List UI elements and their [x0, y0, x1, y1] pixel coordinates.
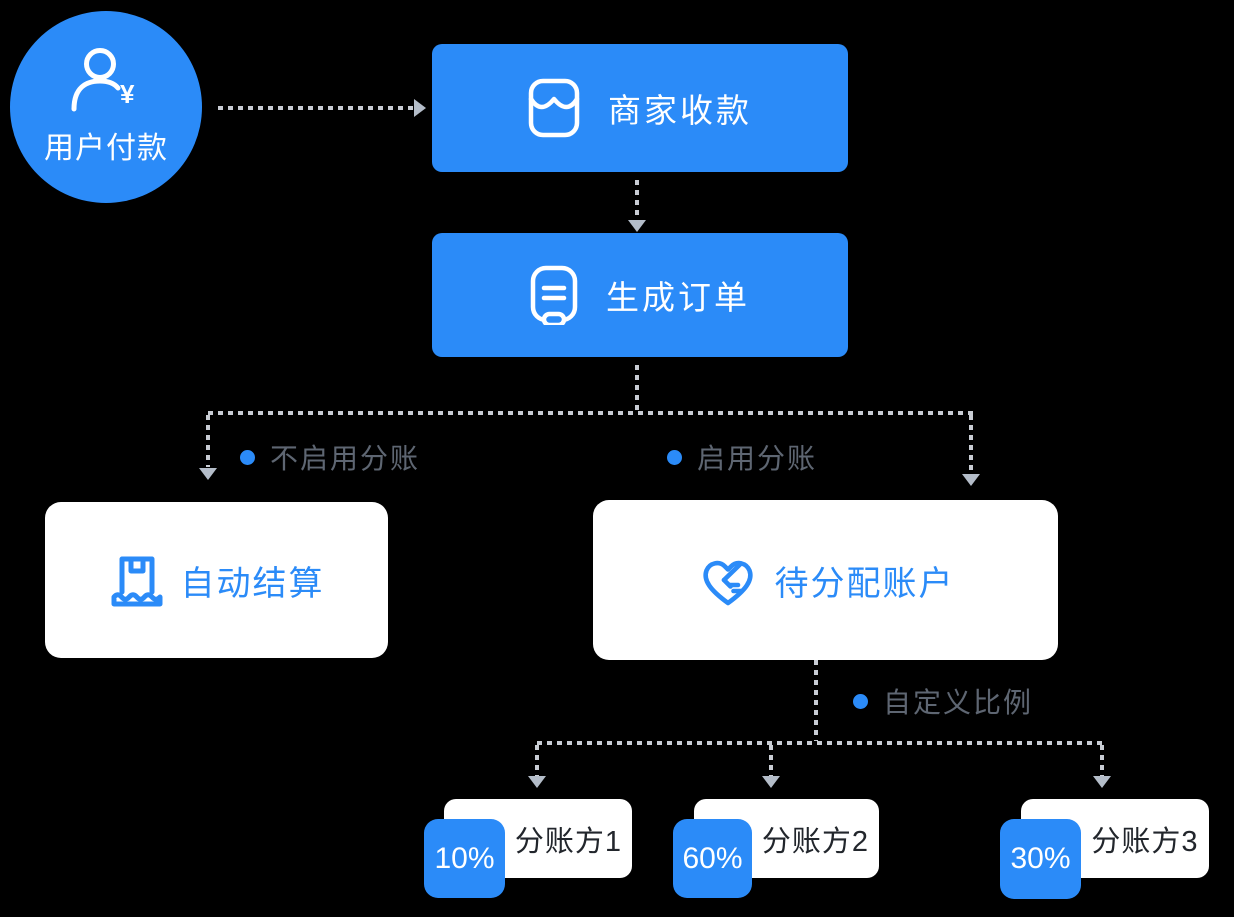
- connector-order-to-branch: [635, 365, 639, 412]
- split-party-3-label: 分账方3: [1091, 825, 1199, 858]
- arrowhead-down-icon: [962, 474, 980, 486]
- ratio-horizontal-line: [537, 741, 1104, 745]
- user-yuan-icon: ¥: [71, 48, 135, 112]
- bullet-dot-icon: [853, 693, 868, 709]
- ratio-drop-1: [535, 745, 539, 776]
- node-auto-settlement-label: 自动结算: [180, 564, 325, 603]
- ratio-drop-2: [769, 745, 773, 776]
- node-pending-account: 待分配账户: [593, 500, 1058, 660]
- branch-left-drop: [206, 415, 210, 467]
- split-party-2-percent-badge: 60%: [673, 819, 752, 898]
- bullet-dot-icon: [667, 449, 682, 465]
- arrowhead-right-icon: [414, 99, 426, 117]
- split-party-1-percent-badge: 10%: [424, 819, 505, 898]
- split-party-3-percent-badge: 30%: [1000, 819, 1081, 899]
- arrowhead-down-icon: [628, 220, 646, 232]
- split-party-1-percent: 10%: [434, 841, 495, 875]
- split-party-2-percent: 60%: [682, 841, 743, 875]
- split-party-1-label: 分账方1: [514, 825, 623, 858]
- arrowhead-down-icon: [528, 776, 546, 788]
- connector-merchant-to-order: [635, 180, 639, 220]
- branch-label-custom-ratio-text: 自定义比例: [883, 687, 1034, 718]
- order-doc-icon: [530, 265, 578, 325]
- arrowhead-down-icon: [1093, 776, 1111, 788]
- package-icon: [111, 556, 162, 607]
- branch-label-split-text: 启用分账: [697, 443, 818, 474]
- node-generate-order-label: 生成订单: [606, 279, 750, 316]
- split-party-2-label: 分账方2: [761, 825, 870, 858]
- node-pending-account-label: 待分配账户: [774, 564, 955, 603]
- node-user-payment-label: 用户付款: [44, 132, 168, 165]
- arrowhead-down-icon: [199, 468, 217, 480]
- heart-handshake-icon: [702, 560, 753, 606]
- branch-label-split: 启用分账: [667, 442, 817, 474]
- branch-label-custom-ratio: 自定义比例: [853, 686, 1033, 718]
- arrowhead-down-icon: [762, 776, 780, 788]
- node-merchant-receive-label: 商家收款: [608, 92, 752, 129]
- branch-label-no-split: 不启用分账: [240, 442, 420, 474]
- storefront-icon: [528, 78, 580, 138]
- node-user-payment: ¥ 用户付款: [10, 11, 202, 203]
- branch-label-no-split-text: 不启用分账: [270, 443, 421, 474]
- node-auto-settlement: 自动结算: [45, 502, 388, 658]
- branch-horizontal-line: [208, 411, 973, 415]
- connector-user-to-merchant: [218, 106, 414, 110]
- ratio-drop-3: [1100, 745, 1104, 776]
- connector-pending-to-ratio: [814, 660, 818, 741]
- branch-right-drop: [969, 415, 973, 474]
- svg-text:¥: ¥: [120, 79, 135, 109]
- bullet-dot-icon: [240, 449, 255, 465]
- node-merchant-receive: 商家收款: [432, 44, 848, 172]
- split-party-3-percent: 30%: [1010, 842, 1071, 875]
- node-generate-order: 生成订单: [432, 233, 848, 357]
